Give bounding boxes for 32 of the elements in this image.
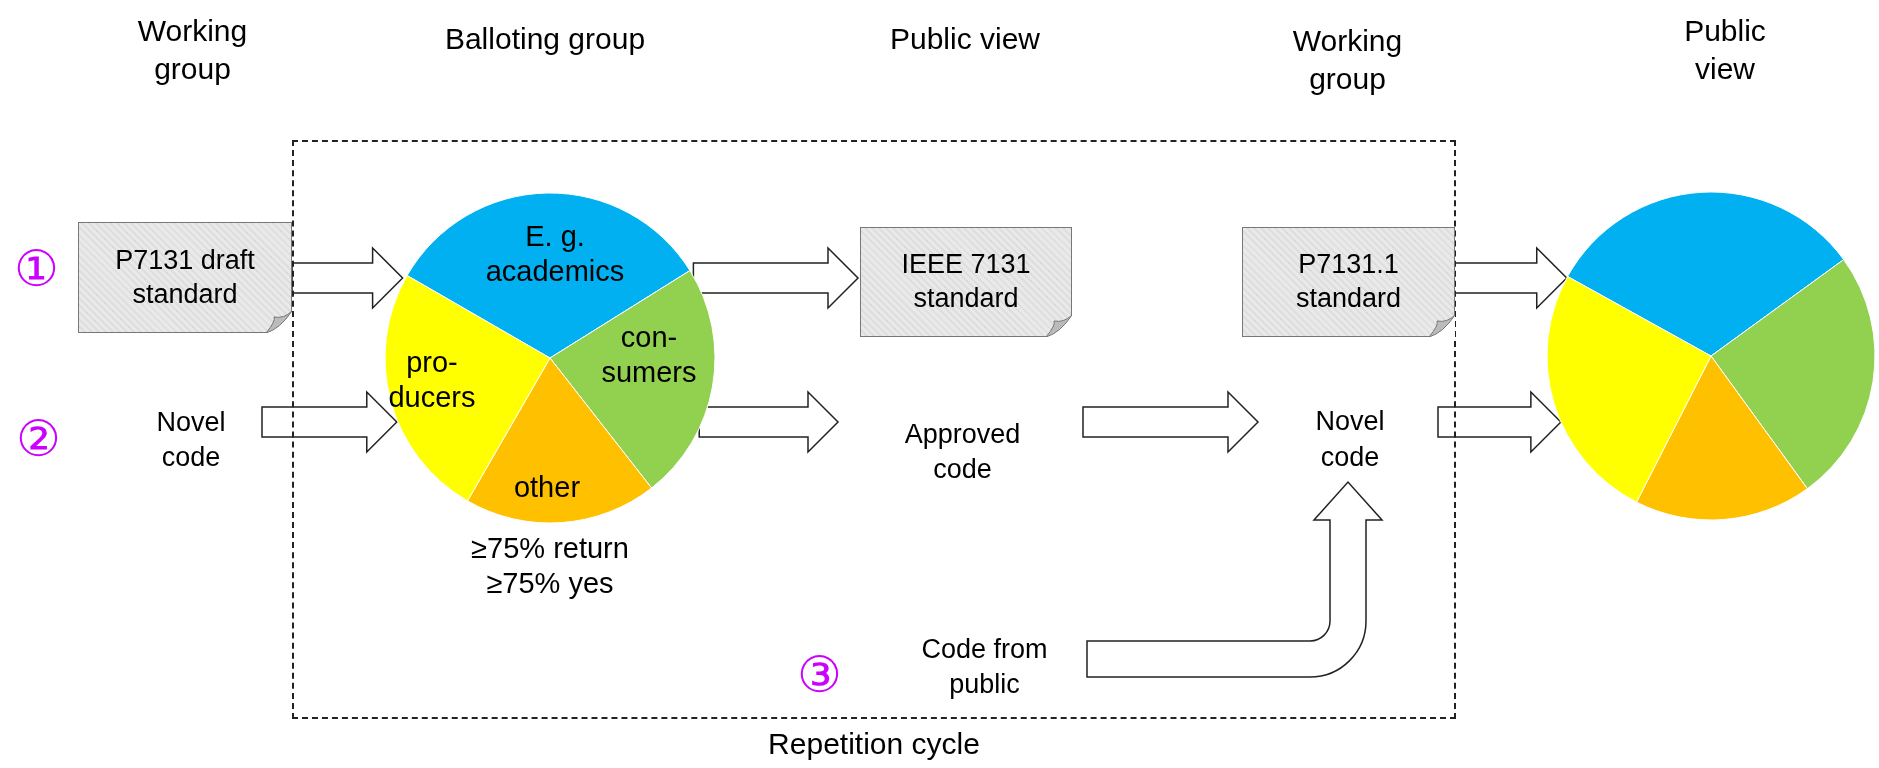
slice-label: E. g. academics: [480, 219, 630, 289]
block-arrow: [291, 246, 404, 310]
column-heading: Working group: [136, 13, 249, 87]
document-shape: [1242, 227, 1455, 337]
block-arrow: [1086, 481, 1383, 678]
vote-threshold-text: ≥75% return: [471, 531, 629, 566]
frame-caption: Repetition cycle: [767, 727, 981, 761]
vote-threshold-text: ≥75% yes: [486, 565, 614, 601]
column-heading: Balloting group: [443, 21, 647, 57]
block-arrow: [698, 390, 840, 454]
slice-label: pro- ducers: [379, 345, 485, 415]
step-number: ②: [16, 414, 61, 464]
node-text: Novel code: [155, 405, 227, 474]
document-title: IEEE 7131 standard: [900, 248, 1032, 315]
block-arrow: [692, 246, 860, 310]
column-heading: Public view: [888, 21, 1042, 57]
document-shape: [860, 227, 1072, 337]
block-arrow: [1437, 390, 1562, 454]
document-title: P7131 draft standard: [114, 243, 256, 311]
node-text: Code from public: [920, 632, 1049, 701]
block-arrow: [261, 390, 398, 454]
pie-chart: [1547, 192, 1875, 520]
document-shape: [78, 222, 292, 333]
block-arrow: [1082, 390, 1260, 454]
document-title: P7131.1 standard: [1294, 248, 1403, 315]
node-text: Novel code: [1314, 405, 1386, 474]
step-number: ①: [14, 244, 59, 294]
column-heading: Working group: [1291, 23, 1404, 97]
node-text: Approved code: [903, 417, 1022, 486]
slice-label: other: [494, 469, 600, 505]
step-number: ③: [797, 650, 842, 700]
column-heading: Public view: [1683, 13, 1767, 87]
